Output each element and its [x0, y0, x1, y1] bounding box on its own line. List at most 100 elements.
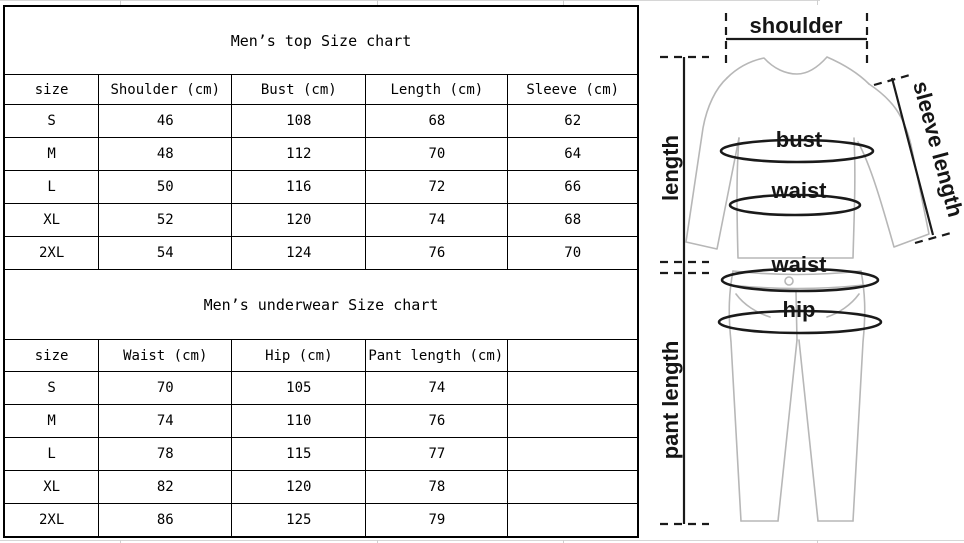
pants-inseams [777, 339, 819, 522]
shirt-body [736, 137, 856, 259]
table-cell: XL [3, 203, 100, 237]
hip-ellipse [717, 309, 883, 335]
column-header-sleeve: Sleeve (cm) [507, 74, 639, 105]
table-cell: 74 [98, 404, 233, 438]
table-cell: 120 [231, 470, 367, 504]
table-cell: 112 [231, 137, 367, 171]
pants-waistband [729, 284, 865, 290]
pants-button [784, 276, 794, 286]
shoulder-label: shoulder [750, 13, 843, 38]
shoulder-measure: shoulder [724, 13, 869, 63]
pants-waist-label: waist [770, 252, 827, 277]
table-cell: 115 [231, 437, 367, 471]
pants-pockets [735, 293, 860, 318]
column-header-shoulder: Shoulder (cm) [98, 74, 233, 105]
table-cell: 79 [365, 503, 509, 538]
shirt-left-sleeve [685, 77, 740, 250]
table-cell [507, 503, 639, 538]
table-cell: 120 [231, 203, 367, 237]
size-chart-table: Men’s top Size chart size Shoulder (cm) … [3, 5, 639, 538]
table-cell [507, 371, 639, 405]
pant-length-label: pant length [658, 341, 683, 460]
table-cell: 68 [365, 104, 509, 138]
table-cell: 116 [231, 170, 367, 204]
column-header-size: size [3, 74, 100, 105]
grid-remnant-tick [563, 0, 564, 5]
table-cell: 62 [507, 104, 639, 138]
grid-remnant-tick [377, 0, 378, 5]
table-cell [507, 470, 639, 504]
table-cell [507, 437, 639, 471]
table-cell: S [3, 371, 100, 405]
pants-right-outer [852, 270, 866, 522]
table-cell: L [3, 170, 100, 204]
table-cell: L [3, 437, 100, 471]
table-header-row: size Waist (cm) Hip (cm) Pant length (cm… [3, 339, 639, 372]
table-cell: 50 [98, 170, 233, 204]
table-cell: 77 [365, 437, 509, 471]
shirt-collar [726, 56, 870, 85]
shirt-waist-ellipse [728, 193, 862, 217]
table-cell: 110 [231, 404, 367, 438]
grid-remnant-top-line [0, 0, 820, 1]
table-cell: 52 [98, 203, 233, 237]
column-header-empty [507, 339, 639, 372]
sleeve-length-measure-line [890, 77, 935, 236]
table-cell: 86 [98, 503, 233, 538]
table-cell: 76 [365, 404, 509, 438]
table-cell: M [3, 404, 100, 438]
table-cell: 108 [231, 104, 367, 138]
table-cell: 2XL [3, 236, 100, 270]
table-header-row: size Shoulder (cm) Bust (cm) Length (cm)… [3, 74, 639, 105]
grid-remnant-tick [563, 540, 564, 543]
measurement-diagram: shoulder length pant length sleeve lengt… [658, 13, 964, 526]
shirt-waist-label: waist [770, 178, 827, 203]
table-cell: 54 [98, 236, 233, 270]
table-cell: 66 [507, 170, 639, 204]
table-cell: 72 [365, 170, 509, 204]
table-cell: 74 [365, 203, 509, 237]
grid-remnant-tick [120, 0, 121, 5]
table-row: Men’s underwear Size chart [3, 269, 639, 340]
table-cell: 64 [507, 137, 639, 171]
length-measure: length pant length [658, 55, 709, 526]
grid-remnant-bottom-line [0, 540, 964, 541]
column-header-pant-length: Pant length (cm) [365, 339, 509, 372]
length-label: length [658, 135, 683, 201]
grid-remnant-tick [817, 0, 818, 5]
shirt-outline [685, 56, 930, 259]
sleeve-length-label: sleeve length [908, 79, 964, 220]
table-cell: 125 [231, 503, 367, 538]
table-cell: 76 [365, 236, 509, 270]
grid-remnant-tick [120, 540, 121, 543]
table-cell: 70 [365, 137, 509, 171]
sleeve-length-ticks [873, 73, 952, 245]
table-cell: 70 [98, 371, 233, 405]
table-cell: S [3, 104, 100, 138]
table-cell: 82 [98, 470, 233, 504]
top-table-title: Men’s top Size chart [3, 5, 639, 75]
table-cell: XL [3, 470, 100, 504]
bottom-table-title: Men’s underwear Size chart [3, 269, 639, 340]
column-header-length: Length (cm) [365, 74, 509, 105]
pants-left-outer [728, 270, 742, 522]
bust-ellipse [719, 138, 875, 164]
grid-remnant-tick [817, 540, 818, 543]
column-header-bust: Bust (cm) [231, 74, 367, 105]
column-header-size: size [3, 339, 100, 372]
shirt-right-sleeve [857, 83, 930, 248]
table-cell: 68 [507, 203, 639, 237]
table-cell [507, 404, 639, 438]
table-cell: 46 [98, 104, 233, 138]
column-header-hip: Hip (cm) [231, 339, 367, 372]
table-cell: 105 [231, 371, 367, 405]
table-cell: 74 [365, 371, 509, 405]
